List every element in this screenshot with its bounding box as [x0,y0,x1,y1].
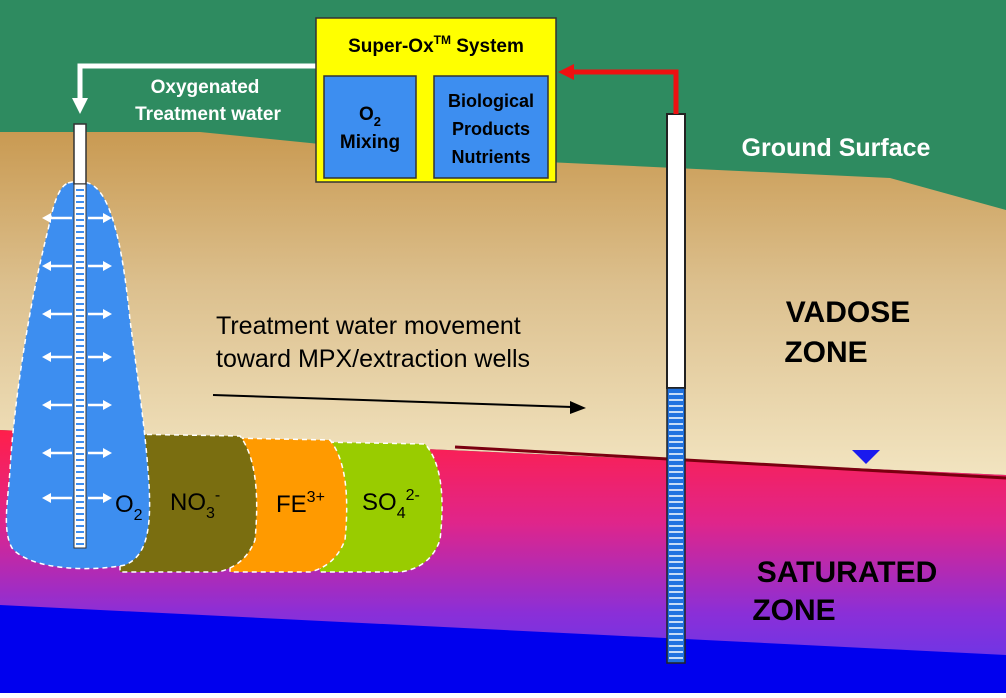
extraction-well-screen-slots [669,393,683,659]
movement-arrow-head-icon [570,401,586,414]
no3-zone [119,433,258,573]
outflow-arrow-head-icon [42,493,51,503]
o2-label: O2 [115,491,143,524]
vadose-zone-area [0,132,1006,475]
treatment-water-label: Treatment water [135,104,281,125]
mixing-line2: Mixing [340,132,400,153]
supply-arrow-head-icon [72,98,88,114]
outflow-arrow-head-icon [42,309,51,319]
movement-arrow-shaft [212,394,573,408]
outflow-arrow-head-icon [103,493,112,503]
outflow-arrow-head-icon [42,352,51,362]
vadose-zone-label-line2: ZONE [784,336,867,369]
mixing-line1: O2 [359,104,381,129]
outflow-arrow-head-icon [103,261,112,271]
return-pipe [572,69,679,114]
no3-label: NO3- [170,487,220,522]
outflow-arrow-head-icon [42,213,51,223]
movement-text-line2: toward MPX/extraction wells [216,345,530,373]
outflow-arrow-head-icon [42,448,51,458]
water-table-marker-icon [852,450,880,464]
movement-text-line1: Treatment water movement [216,312,521,340]
extraction-well-casing [666,113,686,389]
so4-label: SO42- [362,487,420,522]
ground-surface-label: Ground Surface [742,134,931,162]
injection-well-screen-slots [76,189,84,545]
products-line3: Nutrients [451,147,530,167]
outflow-arrow-head-icon [103,352,112,362]
products-line2: Products [452,119,530,139]
return-arrow-head-icon [558,64,574,80]
outflow-arrow-head-icon [103,448,112,458]
outflow-arrow-head-icon [103,400,112,410]
saturated-zone-label-line2: ZONE [752,594,835,627]
outflow-arrow-head-icon [42,261,51,271]
system-title: Super-OxTM System [348,33,524,57]
products-box [433,75,549,179]
outflow-arrow-head-icon [42,400,51,410]
outflow-arrow-head-icon [103,213,112,223]
deep-aquifer-layer [0,605,1006,693]
so4-zone [319,441,443,573]
outflow-arrow-head-icon [103,309,112,319]
outflow-arrows [42,213,112,503]
products-line1: Biological [448,91,534,111]
saturated-zone-label-line1: SATURATED [757,556,938,589]
fe3-label: FE3+ [276,489,325,518]
fe3-zone [229,437,348,573]
water-table-line [454,445,1006,480]
vadose-zone-label-line1: VADOSE [786,296,910,329]
oxygenated-label: Oxygenated [151,77,260,98]
supply-pipe [77,63,316,100]
o2-mixing-box [323,75,417,179]
injection-well-casing [73,123,87,185]
